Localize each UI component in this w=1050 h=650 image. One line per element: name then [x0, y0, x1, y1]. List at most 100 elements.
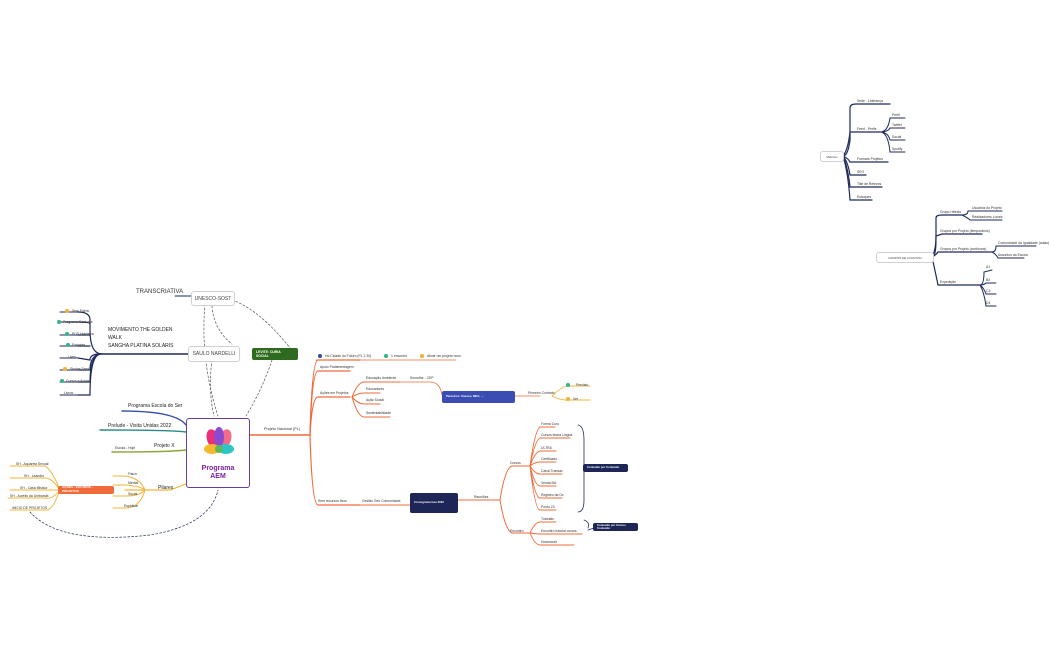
encontro-item[interactable]: Homework	[541, 540, 558, 544]
expedicao-item[interactable]: B2	[986, 278, 991, 282]
sem-recursos-label[interactable]: Sem recursos fixos	[318, 499, 347, 503]
cursos-label[interactable]: Cursos	[510, 461, 521, 465]
saulo-item[interactable]: Livros	[64, 391, 74, 395]
grupos-item[interactable]: Grupo Hibrido	[940, 210, 962, 214]
right-top-item[interactable]: Title de Relevos	[857, 182, 882, 186]
curia-social-label: LEVITE: CURIA SOCIAL	[256, 349, 281, 358]
right-top-item[interactable]: Estoques	[857, 195, 872, 199]
top-row-item[interactable]: Ativar um projeto novo	[427, 354, 461, 358]
apoio-label[interactable]: Apoio Parlamentagem	[320, 365, 354, 369]
grupos-item[interactable]: Grupos por Projeto (temporários)	[940, 229, 990, 233]
right-top-item[interactable]: SEO	[857, 170, 865, 174]
aem-petal-logo-icon	[204, 427, 234, 454]
perfil-item[interactable]: Social	[892, 135, 902, 139]
movimento-line-2: WALK	[108, 334, 122, 341]
parceiros-right-item[interactable]: Previsto	[576, 383, 589, 387]
educacao-label[interactable]: Educação Ambiente	[366, 376, 397, 380]
right-top-item[interactable]: Feed - Perfis	[857, 127, 877, 131]
matrizes-label: Matrizes	[826, 154, 838, 159]
conteudo-cursos-node[interactable]: Conteúdo por Cursos Conteúdo	[593, 523, 638, 531]
acoes-estudos-node[interactable]: AÇÕES - ESTUDOS - PROJETOS	[58, 485, 114, 494]
status-dot-icon	[318, 354, 322, 358]
grupo-hibrido-item[interactable]: Realizadores Locais	[972, 215, 1003, 219]
parceiros-node[interactable]: Parceiros: Unesco, MEC, ...	[442, 391, 515, 403]
continuos-item[interactable]: Comunidade da Igualdade (aulas)	[998, 241, 1050, 245]
acoes-item[interactable]: SH - Aquarela Sexual	[16, 462, 49, 466]
root-title-line2: AEM	[210, 473, 226, 481]
cursos-item[interactable]: Forma Curo	[541, 422, 560, 426]
escola-do-ser-label[interactable]: Programa Escola do Ser	[128, 403, 183, 409]
grupos-label: GRUPOS DE CONVIVIO	[888, 255, 922, 260]
cursos-item[interactable]: Certificado	[541, 457, 558, 461]
pilares-item[interactable]: Social	[128, 492, 138, 496]
root-node[interactable]: Programa AEM	[186, 418, 250, 488]
gestao-label[interactable]: Gestão Geo Comunidade	[362, 499, 401, 503]
reunioes-label[interactable]: Reuniões	[474, 495, 489, 499]
saulo-item[interactable]: Sem Fabric	[72, 309, 90, 313]
conteudo-cursos-label: Conteúdo por Cursos Conteúdo	[597, 522, 626, 530]
saulo-item[interactable]: POS Hoteleira	[72, 332, 94, 336]
saulo-node[interactable]: SAULO NARDELLI	[188, 346, 240, 362]
expedicao-item[interactable]: D4	[986, 301, 991, 305]
grupo-hibrido-item[interactable]: Usuários do Projeto	[972, 206, 1002, 210]
projeto-nacional-label[interactable]: Projeto Nacional (PL)	[264, 427, 301, 431]
status-dot-icon	[57, 320, 61, 324]
encontro-item[interactable]: Encontro tutorial cursos	[541, 529, 577, 533]
saulo-item[interactable]: Estantes	[72, 343, 86, 347]
acoes-item[interactable]: SH - Casa Mistica	[20, 486, 48, 490]
encontro-label[interactable]: Encontro	[510, 529, 524, 533]
pilares-item[interactable]: Mental	[128, 481, 139, 485]
grupos-node[interactable]: GRUPOS DE CONVIVIO	[876, 252, 934, 263]
cursos-item[interactable]: Cursos teoria Lingua	[541, 433, 573, 437]
saulo-item[interactable]: Cursos e fichas	[66, 379, 90, 383]
cronograma-node[interactable]: Cronograma Geo 2023	[410, 493, 458, 513]
cursos-item[interactable]: ULTRA	[541, 446, 552, 450]
conteudo-feito-node[interactable]: Conteúdo por Conteúdo	[583, 464, 628, 472]
unesco-node[interactable]: UNESCO-SOST	[191, 291, 235, 306]
cursos-item[interactable]: Registro da Oc	[541, 493, 564, 497]
perfil-item[interactable]: Twitter	[892, 123, 902, 127]
encontro-item[interactable]: Tutoriais	[541, 517, 554, 521]
root-title-line1: Programa	[201, 465, 235, 472]
curia-social-node[interactable]: LEVITE: CURIA SOCIAL	[252, 348, 298, 360]
bhk-label[interactable]: Escola - Hoje	[115, 446, 136, 450]
acoes-sub-item[interactable]: Ação Social	[366, 398, 384, 402]
grupos-item[interactable]: Grupos por Projeto (continuos)	[940, 247, 987, 251]
matrizes-node[interactable]: Matrizes	[820, 151, 844, 162]
acoes-item[interactable]: SH - Aurélio da Umbanda	[10, 494, 49, 498]
continuos-item[interactable]: Assuntos da Escola	[998, 253, 1028, 257]
perfil-item[interactable]: Perfil	[892, 113, 900, 117]
saulo-item[interactable]: Stories Feeds	[70, 367, 91, 371]
expedicao-item[interactable]: C3	[986, 289, 991, 293]
right-top-item[interactable]: Sede - Liderança	[857, 99, 883, 103]
saulo-item[interactable]: Lives	[68, 355, 76, 359]
projeto-x-label[interactable]: Projeto X	[154, 443, 175, 449]
conteudo-feito-label: Conteúdo por Conteúdo	[587, 465, 620, 470]
top-row-item[interactable]: Hd Cidade do Futuro (PL 2.30)	[325, 354, 372, 358]
pilares-item[interactable]: Fisico	[128, 472, 137, 476]
acoes-projetos-label[interactable]: Ações em Projetos	[320, 391, 349, 395]
acoes-sub-item[interactable]: Sustentabilidade	[366, 411, 392, 415]
saulo-item[interactable]: Programa Gestores	[63, 320, 93, 324]
perfil-item[interactable]: Spotify	[892, 147, 903, 151]
top-row-item[interactable]: 1 encontro	[391, 354, 408, 358]
movimento-block[interactable]: MOVIMENTO THE GOLDEN WALK SANGHA PLATINA…	[108, 327, 174, 350]
grupos-item[interactable]: Expedição	[940, 280, 956, 284]
primeiro-contrato-label[interactable]: Primeiro Contrato	[528, 391, 555, 395]
expedicao-item[interactable]: A1	[986, 265, 991, 269]
status-dot-icon	[384, 354, 388, 358]
acoes-item[interactable]: SH - Leandro	[24, 474, 45, 478]
pilares-label[interactable]: Pilares	[158, 485, 174, 491]
cursos-item[interactable]: Ponto 23	[541, 505, 555, 509]
acoes-sub-item[interactable]: Educadores	[366, 387, 385, 391]
parceiros-right-item[interactable]: Ver	[573, 397, 579, 401]
transcriativa-label[interactable]: TRANSCRIATIVA	[136, 289, 184, 295]
cursos-item[interactable]: Venda BA	[541, 481, 557, 485]
prelude-label[interactable]: Prelude - Visita Unidas 2022	[108, 423, 172, 429]
acoes-item[interactable]: INICIO DE PROJETOS	[12, 506, 48, 510]
right-top-item[interactable]: Formato Projetos	[857, 157, 884, 161]
cursos-item[interactable]: Caixa Transac	[541, 469, 563, 473]
pilares-item[interactable]: Espiritual	[124, 504, 138, 508]
educacao-right-label[interactable]: Smoothe - CEP	[410, 376, 434, 380]
